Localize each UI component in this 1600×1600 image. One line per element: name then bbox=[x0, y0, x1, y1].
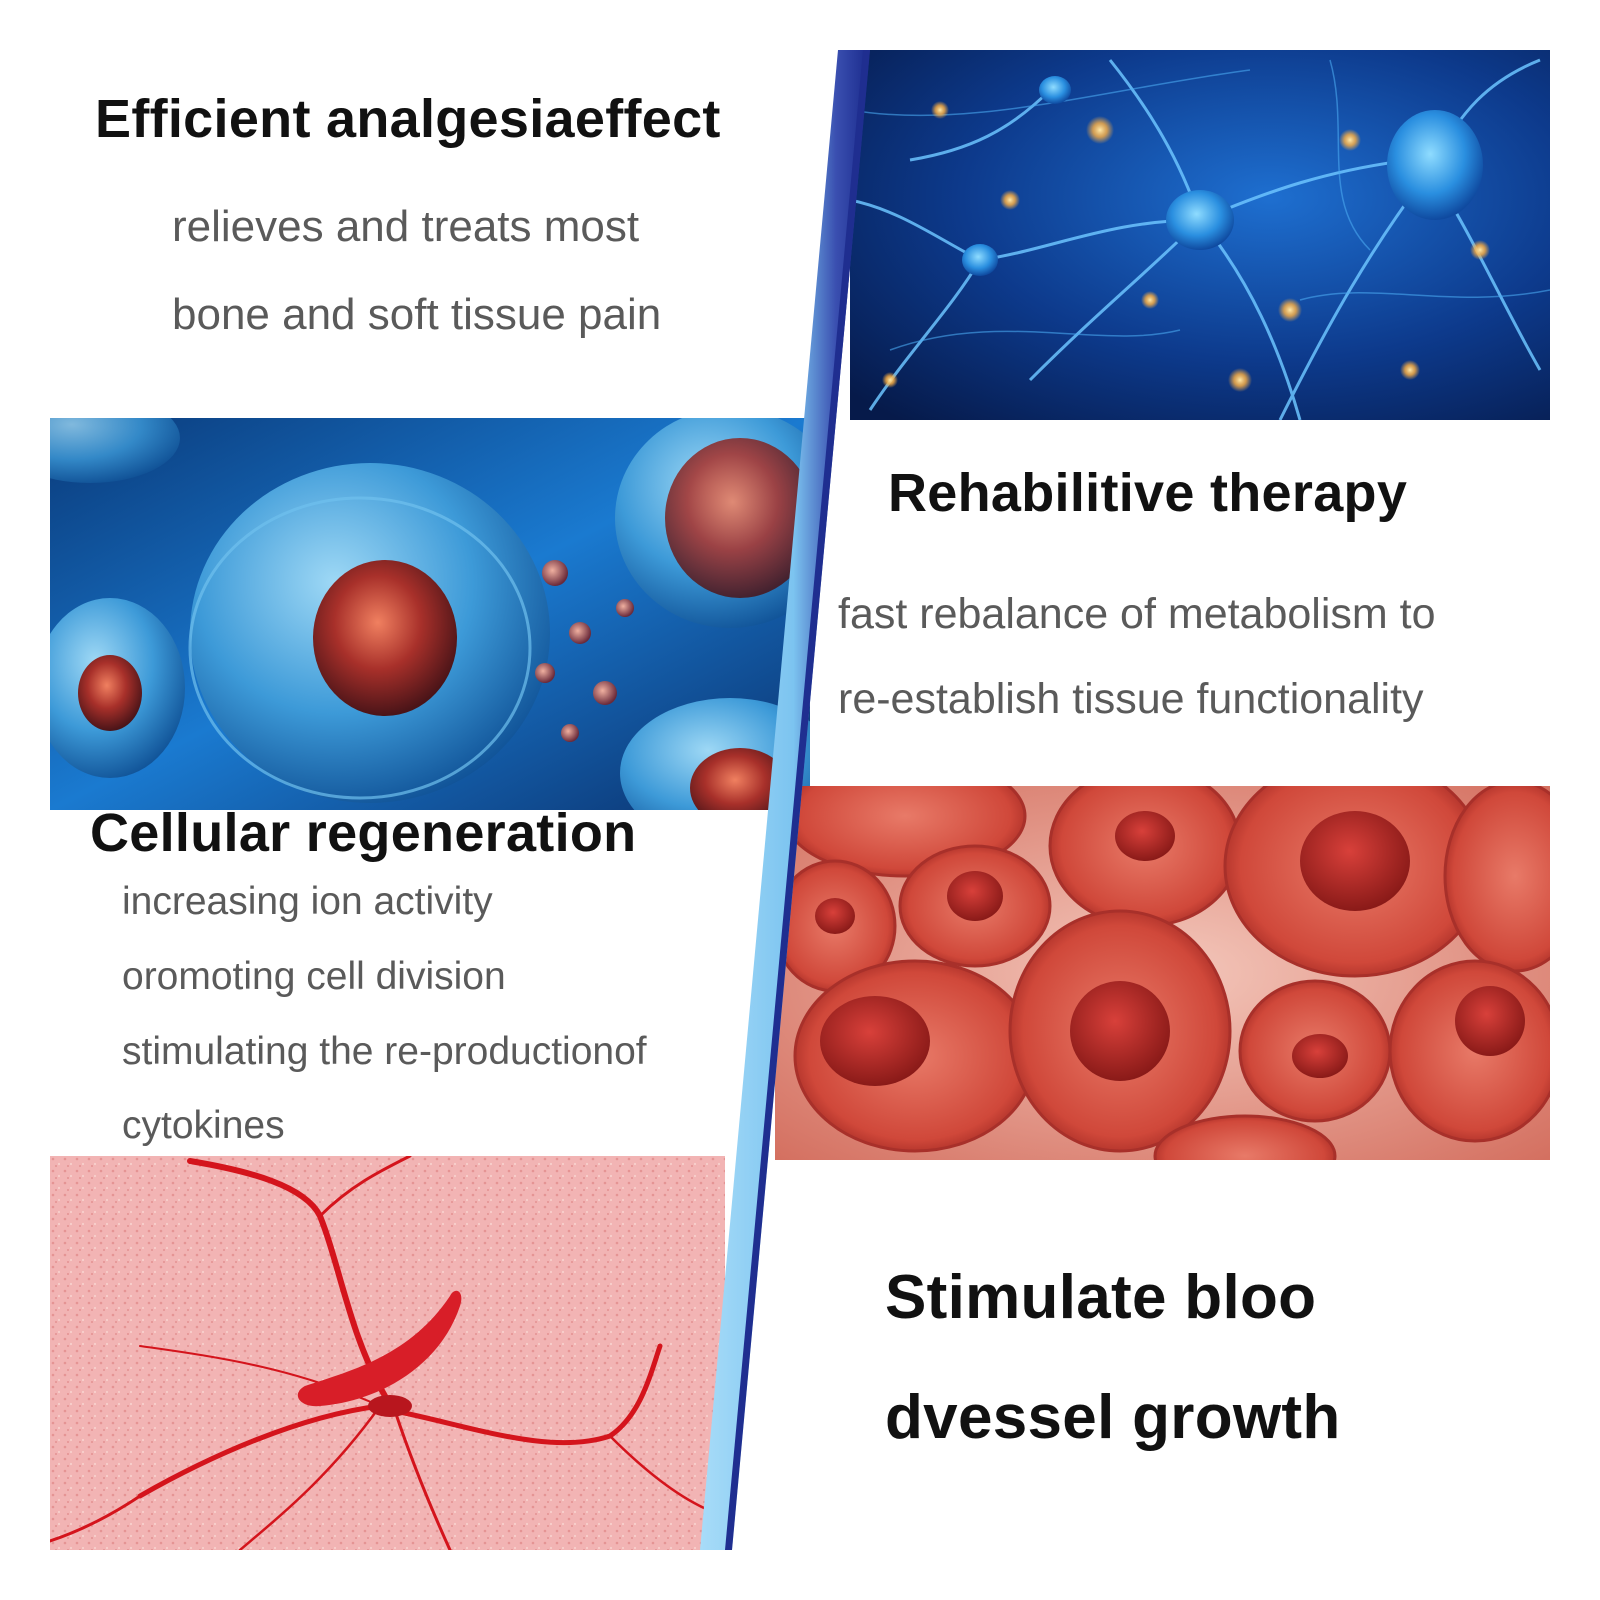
blue-cells-image bbox=[50, 418, 810, 810]
cellular-line-1: increasing ion activity bbox=[122, 880, 493, 923]
blood-title-line-2: dvessel growth bbox=[885, 1383, 1341, 1452]
neuron-network-image bbox=[850, 50, 1550, 420]
cellular-line-4: cytokines bbox=[122, 1104, 285, 1147]
rehab-title: Rehabilitive therapy bbox=[888, 463, 1408, 523]
cellular-line-2: oromoting cell division bbox=[122, 955, 506, 998]
cellular-title: Cellular regeneration bbox=[90, 803, 637, 863]
blood-title-line-1: Stimulate bloo bbox=[885, 1263, 1317, 1332]
cellular-line-3: stimulating the re-productionof bbox=[122, 1030, 647, 1073]
blood-vessel-image bbox=[50, 1156, 725, 1550]
analgesia-line-2: bone and soft tissue pain bbox=[172, 290, 662, 339]
red-cells-image bbox=[775, 786, 1550, 1160]
analgesia-title: Efficient analgesiaeffect bbox=[95, 89, 721, 149]
analgesia-line-1: relieves and treats most bbox=[172, 202, 640, 251]
rehab-line-2: re-establish tissue functionality bbox=[838, 675, 1424, 723]
rehab-line-1: fast rebalance of metabolism to bbox=[838, 590, 1436, 638]
